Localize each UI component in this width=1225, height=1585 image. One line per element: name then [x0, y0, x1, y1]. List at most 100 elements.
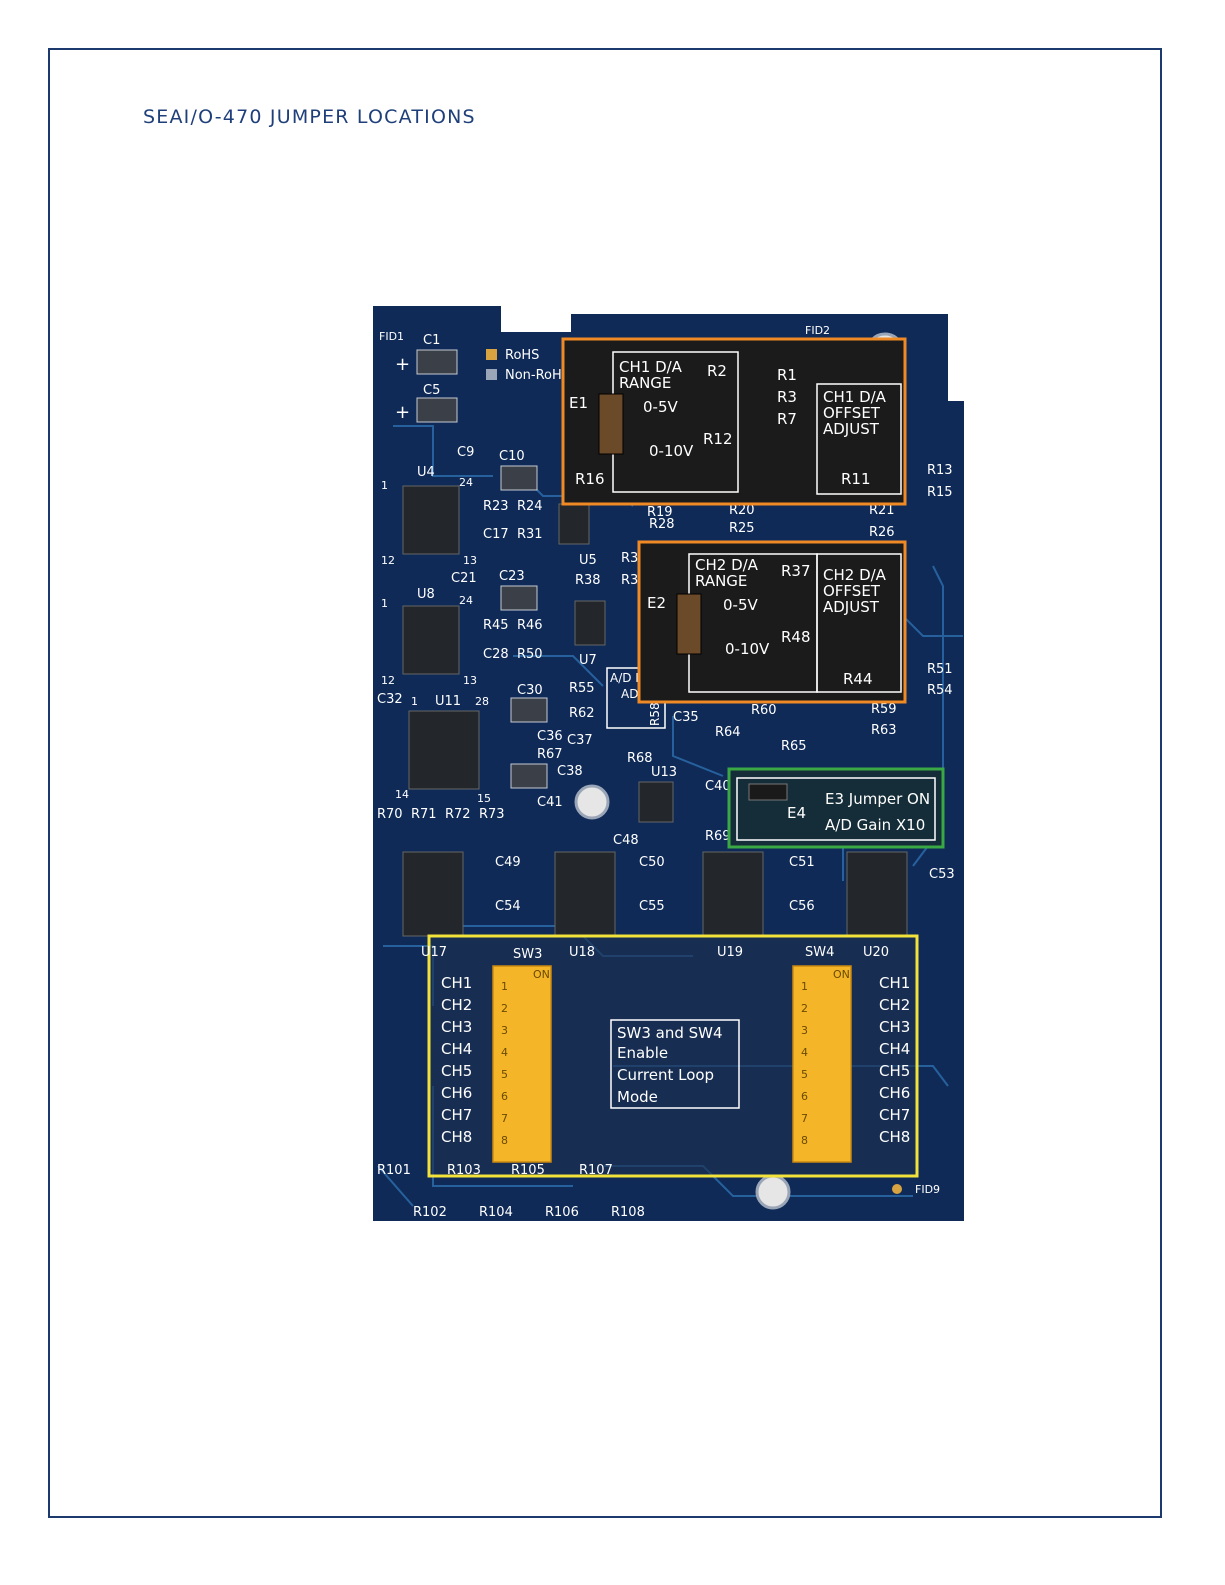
r7-label: R7 [777, 410, 797, 428]
r68-label: R68 [627, 751, 653, 766]
dip-switch-sw3[interactable] [492, 965, 552, 1163]
r102-label: R102 [413, 1205, 447, 1220]
cap-c30 [510, 697, 548, 723]
u11-pin28: 28 [475, 695, 489, 708]
u11-pin1: 1 [411, 695, 418, 708]
u8-pin1: 1 [381, 597, 388, 610]
r2-label: R2 [707, 362, 727, 380]
cap-c1 [416, 349, 458, 375]
c35-label: C35 [673, 710, 699, 725]
r31-label: R31 [517, 527, 543, 542]
e4-label: E4 [787, 804, 806, 822]
sw4-ch1: CH1 [879, 974, 910, 992]
sw4-ch2: CH2 [879, 996, 910, 1014]
sw3-label: SW3 [513, 947, 542, 962]
r16-label: R16 [575, 470, 605, 488]
u4-pin13: 13 [463, 554, 477, 567]
ch1-0-5v-label: 0-5V [643, 398, 678, 416]
ch1-0-10v-label: 0-10V [649, 442, 694, 460]
pcb-photo: FID1 FID2 FID9 RoHS Non-RoHS C1 + C5 + U… [373, 306, 964, 1221]
jumper-e2 [676, 593, 702, 655]
non-rohs-swatch [486, 369, 497, 380]
dip-switch-sw4[interactable] [792, 965, 852, 1163]
r107-label: R107 [579, 1163, 613, 1178]
sw4-pos-2: 2 [801, 1002, 808, 1015]
fid2-label: FID2 [805, 324, 830, 337]
ch1-offset-subtitle: OFFSET [823, 404, 881, 422]
r67-label: R67 [537, 747, 563, 762]
c23-label: C23 [499, 569, 525, 584]
cap-c10 [500, 465, 538, 491]
c56-label: C56 [789, 899, 815, 914]
sw3-ch4: CH4 [441, 1040, 472, 1058]
sw4-ch4: CH4 [879, 1040, 910, 1058]
r13-label: R13 [927, 463, 953, 478]
e3-jumper-on-label: E3 Jumper ON [825, 790, 930, 808]
page-border [48, 48, 1162, 1518]
u5-label: U5 [579, 553, 597, 568]
sw3-ch8: CH8 [441, 1128, 472, 1146]
sw4-pos-3: 3 [801, 1024, 808, 1037]
r70-label: R70 [377, 807, 403, 822]
chip-u8 [402, 605, 460, 675]
r37-label: R37 [781, 562, 811, 580]
u11-pin14: 14 [395, 788, 409, 801]
r51-label: R51 [927, 662, 953, 677]
r63-label: R63 [871, 723, 897, 738]
ch2-range-title: CH2 D/A [695, 556, 759, 574]
e2-label: E2 [647, 594, 666, 612]
r50-label: R50 [517, 647, 543, 662]
c1-plus-sign: + [395, 354, 410, 375]
rohs-label: RoHS [505, 348, 539, 363]
r23-label: R23 [483, 499, 509, 514]
c51-label: C51 [789, 855, 815, 870]
r45-label: R45 [483, 618, 509, 633]
chip-u5 [558, 503, 590, 545]
u13-label: U13 [651, 765, 677, 780]
c50-label: C50 [639, 855, 665, 870]
c10-label: C10 [499, 449, 525, 464]
cap-c38 [510, 763, 548, 789]
r28-label: R28 [649, 517, 675, 532]
u4-pin12: 12 [381, 554, 395, 567]
r26-label: R26 [869, 525, 895, 540]
ad-gain-label: A/D Gain X10 [825, 816, 925, 834]
e1-label: E1 [569, 394, 588, 412]
ch2-offset-title: CH2 D/A [823, 566, 887, 584]
u11-pin15: 15 [477, 792, 491, 805]
r25-label: R25 [729, 521, 755, 536]
c48-label: C48 [613, 833, 639, 848]
sw4-on-label: ON [833, 968, 850, 981]
chip-u13 [638, 781, 674, 823]
sw3-ch2: CH2 [441, 996, 472, 1014]
sw4-channel-labels: CH1 CH2 CH3 CH4 CH5 CH6 CH7 CH8 [879, 974, 910, 1146]
sw3-pos-2: 2 [501, 1002, 508, 1015]
sw3-ch5: CH5 [441, 1062, 472, 1080]
sw4-pos-8: 8 [801, 1134, 808, 1147]
non-rohs-label: Non-RoHS [505, 368, 570, 383]
ch2-0-10v-label: 0-10V [725, 640, 770, 658]
c5-plus-sign: + [395, 402, 410, 423]
c9-label: C9 [457, 445, 474, 460]
fid1-label: FID1 [379, 330, 404, 343]
sw3-ch3: CH3 [441, 1018, 472, 1036]
c41-label: C41 [537, 795, 563, 810]
c36-label: C36 [537, 729, 563, 744]
ch1-offset-adjust: ADJUST [823, 420, 880, 438]
r105-label: R105 [511, 1163, 545, 1178]
u4-label: U4 [417, 465, 435, 480]
r11-label: R11 [841, 470, 871, 488]
chip-u18 [554, 851, 616, 937]
fid9-label: FID9 [915, 1183, 940, 1196]
gain-jumper-highlight [727, 767, 945, 849]
chip-u4 [402, 485, 460, 555]
ch2-0-5v-label: 0-5V [723, 596, 758, 614]
u7-label: U7 [579, 653, 597, 668]
sw3-pos-5: 5 [501, 1068, 508, 1081]
fiducial-fid9 [892, 1184, 902, 1194]
sw4-ch3: CH3 [879, 1018, 910, 1036]
u19-label: U19 [717, 945, 743, 960]
sw3-ch1: CH1 [441, 974, 472, 992]
r38-label: R38 [575, 573, 601, 588]
u4-pin24: 24 [459, 476, 473, 489]
